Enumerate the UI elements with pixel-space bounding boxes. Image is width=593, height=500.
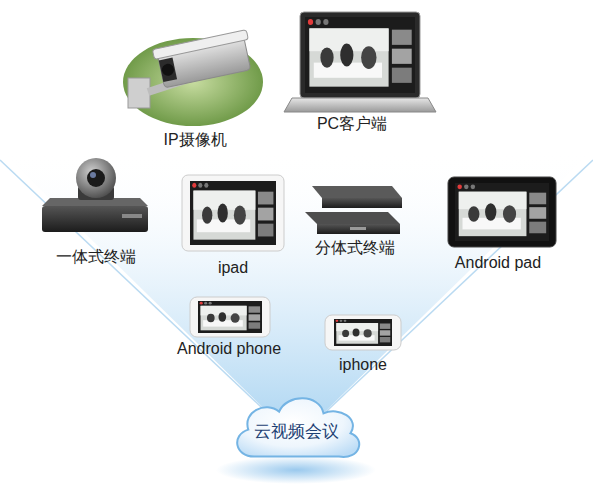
device-label: ipad bbox=[218, 258, 248, 277]
device-label: PC客户端 bbox=[317, 114, 387, 133]
device-label: IP摄像机 bbox=[163, 130, 226, 149]
device-label: 分体式终端 bbox=[315, 238, 395, 257]
device-label: Android pad bbox=[455, 253, 541, 272]
cloud-node: 云视频会议 bbox=[229, 390, 364, 462]
node-text: 云视频会议 bbox=[254, 422, 339, 442]
device-label: Android phone bbox=[177, 339, 281, 358]
device-label: iphone bbox=[339, 355, 387, 374]
device-label: 一体式终端 bbox=[56, 247, 136, 266]
